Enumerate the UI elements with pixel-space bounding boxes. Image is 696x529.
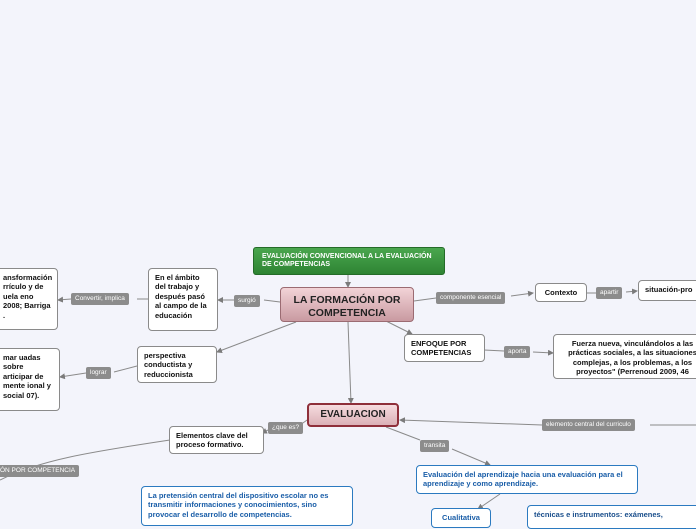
key-elements-node[interactable]: Elementos clave del proceso formativo. xyxy=(169,426,264,454)
qualitative-node[interactable]: Cualitativa xyxy=(431,508,491,528)
label-achieve: lograr xyxy=(86,367,111,379)
label-central-element: elemento central del curriculo xyxy=(542,419,635,431)
label-what-is: ¿que es? xyxy=(268,422,304,434)
proposals-node[interactable]: mar uadas sobre articipar de mente ional… xyxy=(0,348,60,411)
context-node[interactable]: Contexto xyxy=(535,283,587,302)
transformation-node[interactable]: ansformación rrículo y de uela eno 2008;… xyxy=(0,268,58,330)
perspective-node[interactable]: perspectiva conductista y reduccionista xyxy=(137,346,217,383)
conventional-evaluation-node[interactable]: EVALUACIÓN CONVENCIONAL A LA EVALUACIÓN … xyxy=(253,247,445,275)
new-force-node[interactable]: Fuerza nueva, vinculándolos a las prácti… xyxy=(553,334,696,379)
main-topic-node[interactable]: LA FORMACIÓN POR COMPETENCIA xyxy=(280,287,414,322)
label-from: apartir xyxy=(596,287,623,299)
work-field-node[interactable]: En el ámbito del trabajo y después pasó … xyxy=(148,268,218,331)
techniques-node[interactable]: técnicas e instrumentos: exámenes, xyxy=(527,505,696,529)
situation-node[interactable]: situación-pro xyxy=(638,280,696,301)
label-essential-component: componente esencial xyxy=(436,292,506,304)
pretension-node[interactable]: La pretensión central del dispositivo es… xyxy=(141,486,353,526)
competency-approach-node[interactable]: ENFOQUE POR COMPETENCIAS xyxy=(404,334,485,362)
label-convert: Convertir, implica xyxy=(71,293,129,305)
label-competence-formation: ÓN POR COMPETENCIA xyxy=(0,465,80,477)
label-arose: surgió xyxy=(234,295,260,307)
learning-evaluation-node[interactable]: Evaluación del aprendizaje hacia una eva… xyxy=(416,465,638,494)
label-transits: transita xyxy=(420,440,450,452)
evaluation-node[interactable]: EVALUACION xyxy=(307,403,399,427)
label-provides: aporta xyxy=(504,346,531,358)
